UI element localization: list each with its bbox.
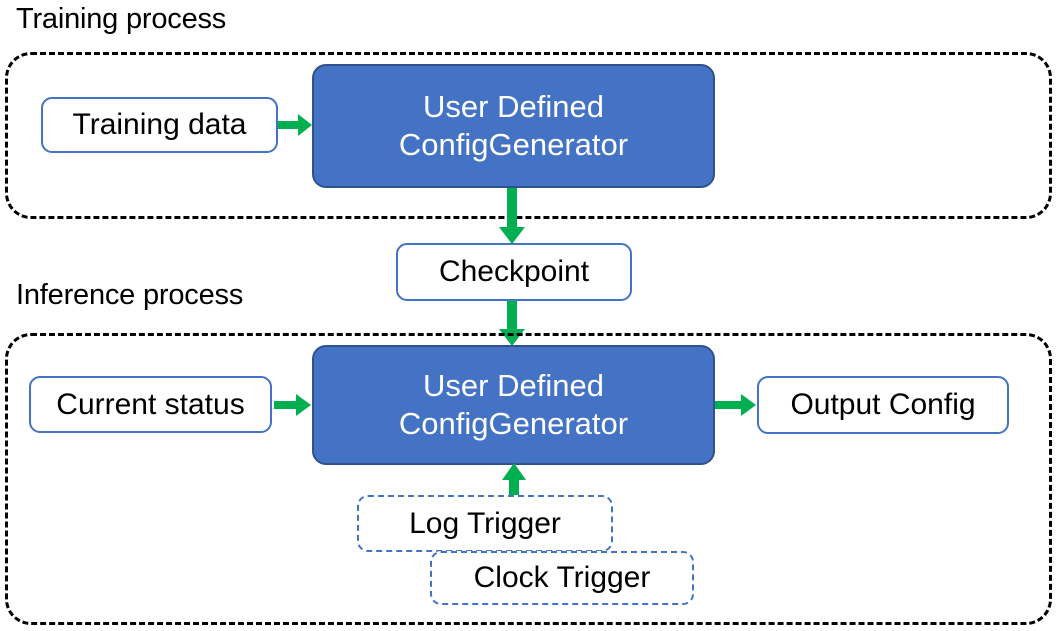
output-config-box[interactable]: Output Config bbox=[757, 376, 1009, 434]
current-status-box[interactable]: Current status bbox=[29, 376, 272, 433]
training-data-box[interactable]: Training data bbox=[41, 97, 278, 153]
inference-process-caption: Inference process bbox=[16, 279, 244, 311]
checkpoint-box[interactable]: Checkpoint bbox=[396, 243, 632, 301]
training-config-generator-box[interactable]: User Defined ConfigGenerator bbox=[312, 64, 715, 188]
log-trigger-box[interactable]: Log Trigger bbox=[357, 495, 613, 552]
arrow-generator-to-output-config bbox=[715, 392, 759, 418]
inference-generator-line1: User Defined bbox=[423, 368, 604, 404]
training-generator-line2: ConfigGenerator bbox=[398, 127, 629, 162]
clock-trigger-box[interactable]: Clock Trigger bbox=[430, 551, 694, 605]
inference-process-container bbox=[5, 333, 1052, 625]
training-generator-line1: User Defined bbox=[423, 89, 604, 125]
arrow-training-data-to-generator bbox=[278, 112, 314, 138]
arrow-current-status-to-generator bbox=[274, 392, 314, 418]
training-process-container bbox=[5, 52, 1052, 219]
arrow-log-trigger-to-generator bbox=[500, 463, 530, 499]
inference-generator-line2: ConfigGenerator bbox=[398, 406, 629, 441]
inference-config-generator-box[interactable]: User Defined ConfigGenerator bbox=[312, 345, 715, 465]
arrow-generator-to-checkpoint bbox=[498, 188, 528, 246]
training-process-caption: Training process bbox=[16, 3, 227, 35]
